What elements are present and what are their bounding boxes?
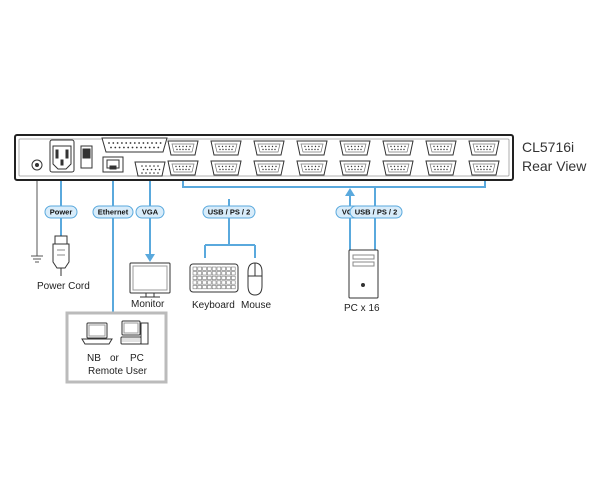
kvm-port-icon — [296, 160, 328, 176]
remote-user-box — [65, 311, 168, 384]
pc-label: PC — [130, 353, 144, 364]
monitor-icon — [129, 262, 171, 298]
pill-usb-pc: USB / PS / 2 — [349, 205, 403, 219]
nb-label: NB — [87, 353, 101, 364]
power-switch-icon — [80, 145, 93, 169]
keyboard-icon — [189, 263, 239, 293]
monitor-label: Monitor — [131, 299, 165, 310]
ground-screw-icon — [31, 159, 43, 171]
mouse-label: Mouse — [241, 300, 271, 311]
model-title: CL5716i — [522, 139, 574, 155]
kvm-port-icon — [425, 160, 457, 176]
kvm-port-icon — [167, 160, 199, 176]
pill-usb-console: USB / PS / 2 — [202, 205, 256, 219]
notebook-icon — [81, 322, 113, 345]
pill-power: Power — [44, 205, 78, 219]
mouse-icon — [247, 262, 263, 296]
svg-text:Ethernet: Ethernet — [98, 208, 129, 217]
pc-count-label: PC x 16 — [344, 303, 380, 314]
kvm-port-icon — [253, 140, 285, 156]
kvm-port-icon — [425, 140, 457, 156]
pc-tower-icon — [348, 249, 379, 299]
kvm-port-icon — [339, 140, 371, 156]
svg-text:VGA: VGA — [142, 208, 159, 217]
remote-user-label: Remote User — [88, 366, 148, 377]
ground-symbol — [31, 173, 43, 263]
power-inlet-icon — [49, 139, 75, 173]
pill-vga-console: VGA — [135, 205, 165, 219]
svg-text:USB / PS / 2: USB / PS / 2 — [208, 208, 251, 217]
port-bus-cable — [182, 178, 486, 188]
or-label: or — [110, 353, 120, 364]
pill-ethernet: Ethernet — [92, 205, 134, 219]
kvm-port-array — [167, 140, 500, 176]
kvm-port-icon — [167, 140, 199, 156]
cables — [60, 171, 486, 313]
arrow-pc-vga — [345, 188, 355, 196]
kvm-port-icon — [296, 140, 328, 156]
kvm-port-icon — [253, 160, 285, 176]
ethernet-port-icon — [102, 156, 124, 173]
usb-kbm-cable — [204, 199, 256, 258]
svg-text:USB / PS / 2: USB / PS / 2 — [355, 208, 398, 217]
kvm-port-icon — [468, 160, 500, 176]
kvm-port-icon — [382, 160, 414, 176]
svg-text:Power: Power — [50, 208, 73, 217]
console-db25-port-icon — [101, 137, 168, 153]
kvm-port-icon — [468, 140, 500, 156]
view-title: Rear View — [522, 158, 587, 174]
power-cord-label: Power Cord — [37, 281, 90, 292]
desktop-pc-icon — [120, 320, 149, 345]
local-vga-port-icon — [134, 161, 166, 177]
power-plug-icon — [52, 235, 70, 276]
kvm-port-icon — [210, 140, 242, 156]
kvm-port-icon — [339, 160, 371, 176]
keyboard-label: Keyboard — [192, 300, 235, 311]
kvm-port-icon — [210, 160, 242, 176]
arrow-monitor — [145, 254, 155, 262]
kvm-port-icon — [382, 140, 414, 156]
